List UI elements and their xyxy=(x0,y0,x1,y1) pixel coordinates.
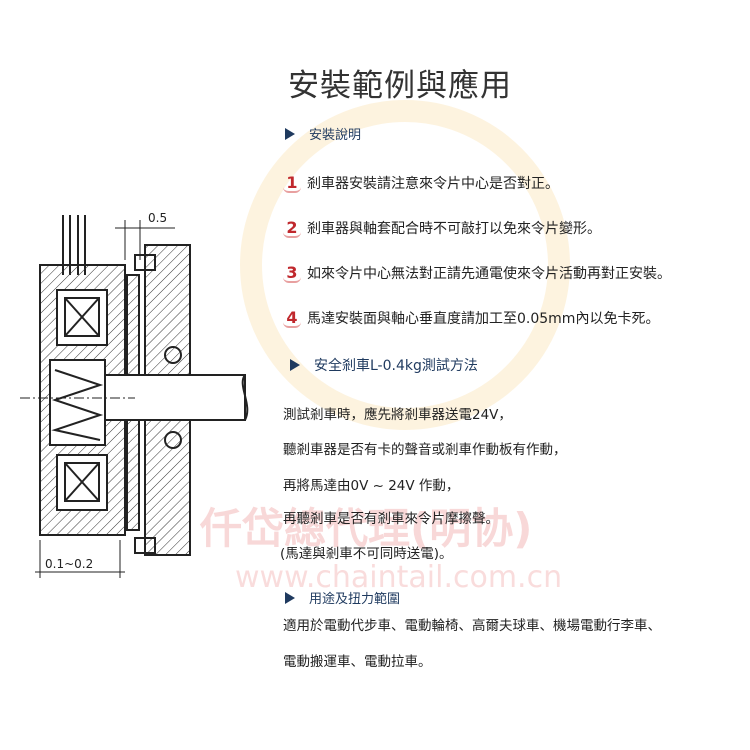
test-line: 聽剎車器是否有卡的聲音或剎車作動板有作動， xyxy=(283,442,567,458)
install-item: 3 如來令片中心無法對正請先通電使來令片活動再對正安裝。 xyxy=(283,263,671,283)
item-number: 4 xyxy=(283,310,301,328)
usage-line: 電動搬運車、電動拉車。 xyxy=(283,654,432,670)
heading-text: 安裝說明 xyxy=(309,128,362,143)
item-number: 2 xyxy=(283,220,301,238)
test-line: 再將馬達由0V ~ 24V 作動， xyxy=(283,478,460,494)
triangle-bullet-icon xyxy=(290,359,300,371)
item-number: 1 xyxy=(283,175,301,193)
dim-bottom: 0.1~0.2 xyxy=(45,557,93,571)
triangle-bullet-icon xyxy=(285,592,295,604)
page-title: 安裝範例與應用 xyxy=(288,68,512,104)
item-text: 剎車器安裝請注意來令片中心是否對正。 xyxy=(307,176,559,192)
item-text: 剎車器與軸套配合時不可敲打以免來令片變形。 xyxy=(307,221,601,237)
watermark-text: 仟岱總代理(明协) xyxy=(200,504,533,553)
install-item: 4 馬達安裝面與軸心垂直度請加工至0.05mm內以免卡死。 xyxy=(283,308,659,328)
heading-text: 用途及扭力範圍 xyxy=(309,592,401,607)
item-text: 馬達安裝面與軸心垂直度請加工至0.05mm內以免卡死。 xyxy=(307,311,660,327)
install-item: 2 剎車器與軸套配合時不可敲打以免來令片變形。 xyxy=(283,218,601,238)
install-heading: 安裝說明 xyxy=(285,124,361,143)
item-text: 如來令片中心無法對正請先通電使來令片活動再對正安裝。 xyxy=(307,266,671,282)
brake-installation-drawing: 0.5 0.1~0.2 xyxy=(20,211,249,578)
dim-top: 0.5 xyxy=(148,211,167,225)
watermark-url: www.chaintail.com.cn xyxy=(235,560,563,595)
install-item: 1 剎車器安裝請注意來令片中心是否對正。 xyxy=(283,173,559,193)
test-line: 測試剎車時，應先將剎車器送電24V， xyxy=(283,407,512,423)
triangle-bullet-icon xyxy=(285,128,295,140)
usage-line: 適用於電動代步車、電動輪椅、高爾夫球車、機場電動行李車、 xyxy=(283,618,661,634)
heading-text: 安全剎車L-0.4kg測試方法 xyxy=(314,358,478,374)
test-line: (馬達與剎車不可同時送電)。 xyxy=(280,546,453,562)
test-line: 再聽剎車是否有剎車來令片摩擦聲。 xyxy=(283,511,499,527)
item-number: 3 xyxy=(283,265,301,283)
usage-heading: 用途及扭力範圍 xyxy=(285,588,400,607)
test-heading: 安全剎車L-0.4kg測試方法 xyxy=(290,355,478,375)
